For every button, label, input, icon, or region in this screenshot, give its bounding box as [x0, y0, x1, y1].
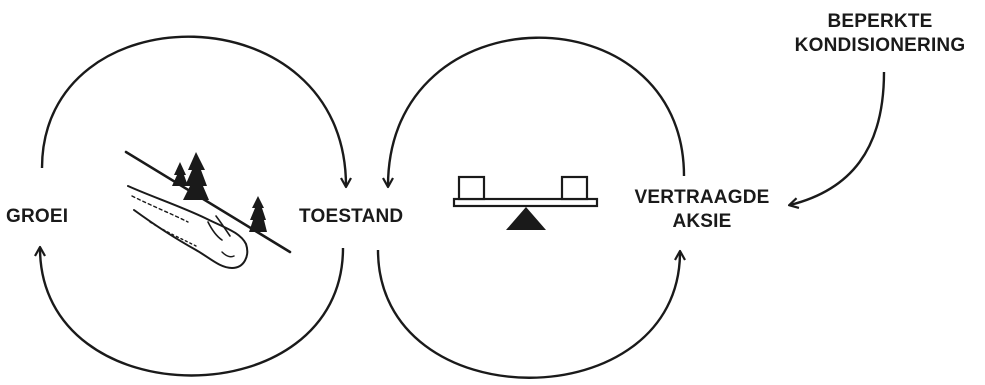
label-limited-conditioning-line2: KONDISIONERING [794, 35, 966, 56]
label-growth: GROEI [6, 206, 69, 227]
label-state: TOESTAND [299, 206, 404, 227]
label-delayed-action-line1: VERTRAAGDE [634, 187, 770, 208]
balance-scale-icon [452, 175, 599, 230]
arrow-state-to-growth [34, 245, 345, 377]
label-limited-conditioning: BEPERKTE KONDISIONERING [776, 10, 984, 58]
arrow-action-to-state [382, 36, 686, 189]
arrow-growth-to-state [40, 35, 352, 189]
label-delayed-action-line2: AKSIE [672, 211, 732, 232]
landslide-hill-icon [124, 150, 292, 270]
label-limited-conditioning-line1: BEPERKTE [827, 11, 933, 32]
arrow-state-to-action [376, 249, 686, 379]
label-delayed-action: VERTRAAGDE AKSIE [624, 186, 780, 234]
arrow-conditioning-to-action [787, 71, 886, 209]
